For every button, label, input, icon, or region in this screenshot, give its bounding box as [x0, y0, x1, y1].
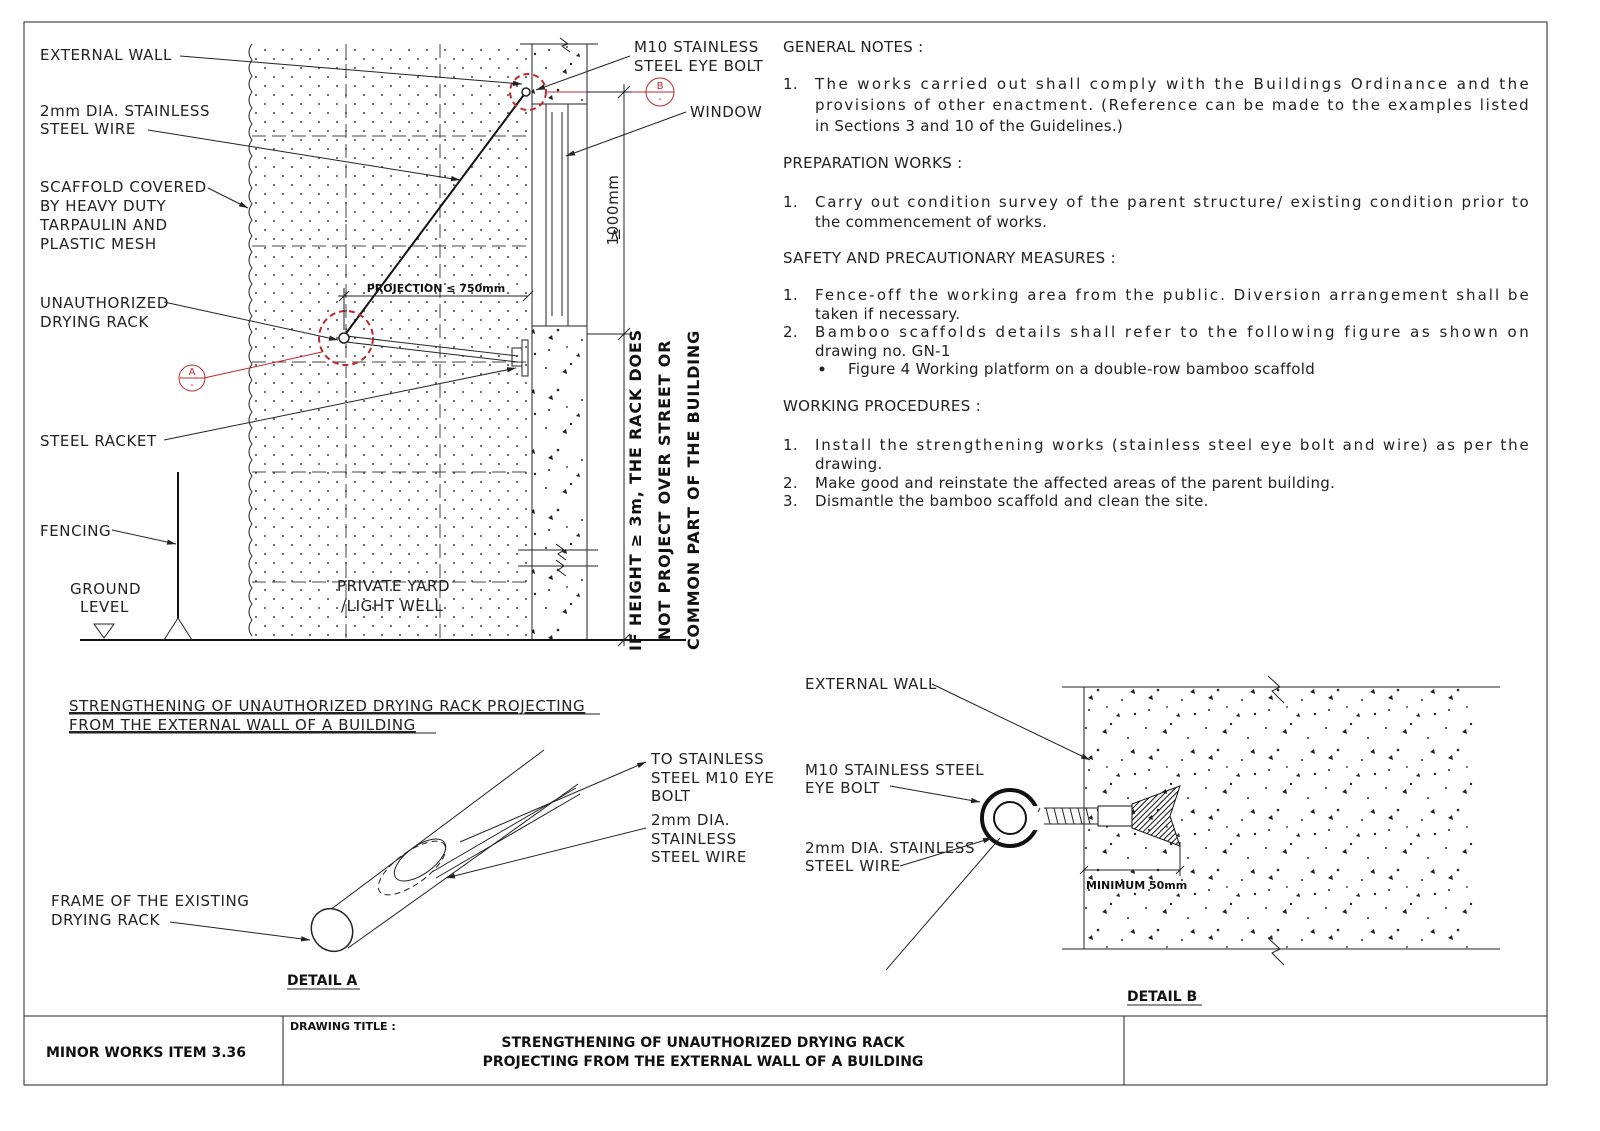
svg-text:3.: 3. [783, 492, 798, 510]
label-yard-1: PRIVATE YARD [337, 577, 450, 595]
svg-text:≥: ≥ [606, 227, 624, 240]
height-note-1: IF HEIGHT ≥ 3m, THE RACK DOES [626, 329, 645, 651]
label-rack-1: UNAUTHORIZED [40, 294, 169, 312]
drying-rack [338, 332, 529, 377]
height-note-3: COMMON PART OF THE BUILDING [684, 330, 703, 650]
detail-b-bolt-2: EYE BOLT [805, 779, 880, 797]
drawing-title-label: DRAWING TITLE : [290, 1020, 396, 1033]
elevation-caption-1: STRENGTHENING OF UNAUTHORIZED DRYING RAC… [69, 697, 585, 715]
elevation-caption-2: FROM THE EXTERNAL WALL OF A BUILDING [69, 716, 416, 734]
elevation-view: A - B - 1000mm ≥ IF HEIGHT ≥ 3m, THE RAC… [39, 37, 764, 734]
label-window: WINDOW [690, 103, 762, 121]
safety-bullet: Figure 4 Working platform on a double-ro… [848, 360, 1315, 378]
detail-a-wire-1: 2mm DIA. [651, 811, 730, 829]
label-ground-2: LEVEL [80, 598, 129, 616]
detail-b-external-wall: EXTERNAL WALL [805, 675, 937, 693]
prep-note-1-line-1: Carry out condition survey of the parent… [815, 193, 1529, 211]
minor-works-item: MINOR WORKS ITEM 3.36 [46, 1045, 246, 1061]
label-eye-bolt-1: M10 STAINLESS [634, 38, 759, 56]
svg-text:1.: 1. [783, 75, 798, 93]
svg-text:-: - [190, 380, 194, 391]
detail-b-wire-2: STEEL WIRE [805, 857, 901, 875]
detail-a: TO STAINLESS STEEL M10 EYE BOLT 2mm DIA.… [51, 749, 774, 990]
general-note-1-line-3: in Sections 3 and 10 of the Guidelines.) [815, 117, 1123, 135]
dimension-min-50: MINIMUM 50mm [1079, 842, 1187, 892]
fencing [163, 472, 193, 641]
label-scaffold-1: SCAFFOLD COVERED [40, 178, 207, 196]
detail-a-frame-2: DRYING RACK [51, 911, 160, 929]
label-external-wall: EXTERNAL WALL [40, 46, 172, 64]
scaffold-area [252, 44, 530, 640]
svg-text:1.: 1. [783, 286, 798, 304]
detail-marker-a: A - [178, 310, 374, 392]
label-wire-1: 2mm DIA. STAINLESS [40, 102, 210, 120]
detail-b-wire [885, 837, 1001, 971]
label-rack-2: DRYING RACK [40, 313, 149, 331]
stainless-steel-wire [343, 91, 527, 337]
dimension-projection: PROJECTION ≤ 750mm [338, 282, 534, 330]
svg-text:1.: 1. [783, 436, 798, 454]
label-ground-1: GROUND [70, 580, 141, 598]
dimension-height [617, 334, 631, 647]
dimension-1000-label: 1000mm [604, 175, 622, 246]
svg-text:-: - [658, 94, 662, 105]
general-note-1-line-1: The works carried out shall comply with … [814, 75, 1529, 93]
detail-b-wire-1: 2mm DIA. STAINLESS [805, 839, 975, 857]
procedures-title: WORKING PROCEDURES : [783, 397, 981, 415]
marker-b-label: B [657, 81, 664, 92]
general-note-1-line-2: provisions of other enactment. (Referenc… [815, 96, 1529, 114]
detail-a-to-bolt-3: BOLT [651, 787, 691, 805]
detail-b-bolt-1: M10 STAINLESS STEEL [805, 761, 984, 779]
notes-block: GENERAL NOTES : 1. The works carried out… [783, 38, 1529, 510]
label-steel-racket: STEEL RACKET [40, 432, 157, 450]
detail-b-title: DETAIL B [1127, 989, 1197, 1005]
detail-a-title: DETAIL A [287, 973, 357, 989]
scaffold-poles [252, 44, 530, 640]
drawing-title-line-1: STRENGTHENING OF UNAUTHORIZED DRYING RAC… [501, 1035, 905, 1051]
sheet-border [23, 21, 1548, 1086]
proc-note-3: Dismantle the bamboo scaffold and clean … [815, 492, 1209, 510]
detail-a-wire-2: STAINLESS [651, 830, 737, 848]
detail-a-wire-3: STEEL WIRE [651, 848, 747, 866]
safety-note-1-line-1: Fence-off the working area from the publ… [815, 286, 1529, 304]
label-eye-bolt-2: STEEL EYE BOLT [634, 57, 764, 75]
svg-text:1.: 1. [783, 193, 798, 211]
projection-label: PROJECTION ≤ 750mm [367, 282, 505, 295]
safety-note-1-line-2: taken if necessary. [815, 305, 960, 323]
proc-note-1-line-2: drawing. [815, 455, 883, 473]
proc-note-1-line-1: Install the strengthening works (stainle… [815, 436, 1529, 454]
general-notes-title: GENERAL NOTES : [783, 38, 924, 56]
marker-a-label: A [189, 367, 196, 378]
label-scaffold-3: TARPAULIN AND [39, 216, 168, 234]
label-fencing: FENCING [40, 522, 111, 540]
scaffold-mesh-outline [248, 43, 253, 637]
safety-note-2-line-1: Bamboo scaffolds details shall refer to … [815, 323, 1529, 341]
label-yard-2: /LIGHT WELL [341, 597, 443, 615]
safety-title: SAFETY AND PRECAUTIONARY MEASURES : [783, 249, 1116, 267]
detail-b: MINIMUM 50mm EXTERNAL WALL M10 STAINLESS… [805, 675, 1500, 1006]
prep-note-1-line-2: the commencement of works. [815, 213, 1047, 231]
label-wire-2: STEEL WIRE [40, 120, 136, 138]
svg-text:2.: 2. [783, 474, 798, 492]
svg-text:2.: 2. [783, 323, 798, 341]
title-block: MINOR WORKS ITEM 3.36 DRAWING TITLE : ST… [24, 1015, 1547, 1085]
eye-bolt [521, 87, 531, 97]
minimum-50mm-label: MINIMUM 50mm [1086, 879, 1187, 892]
dimension-1000mm: 1000mm ≥ [587, 84, 632, 344]
label-scaffold-4: PLASTIC MESH [40, 235, 157, 253]
label-scaffold-2: BY HEAVY DUTY [40, 197, 167, 215]
safety-note-2-line-2: drawing no. GN-1 [815, 342, 951, 360]
prep-works-title: PREPARATION WORKS : [783, 154, 963, 172]
window [532, 103, 587, 327]
proc-note-2: Make good and reinstate the affected are… [815, 474, 1335, 492]
detail-a-to-bolt-2: STEEL M10 EYE [651, 769, 774, 787]
ground-level-symbol [93, 623, 115, 639]
height-note-2: NOT PROJECT OVER STREET OR [655, 340, 674, 640]
drawing-title-line-2: PROJECTING FROM THE EXTERNAL WALL OF A B… [483, 1054, 924, 1070]
detail-a-frame-1: FRAME OF THE EXISTING [51, 892, 250, 910]
detail-a-to-bolt-1: TO STAINLESS [650, 750, 764, 768]
bolt-thread [1040, 807, 1098, 825]
